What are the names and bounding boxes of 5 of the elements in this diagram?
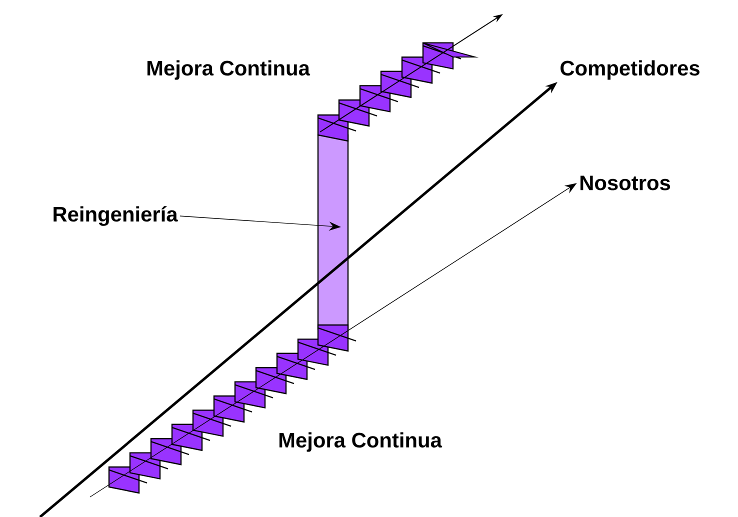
label: Competidores bbox=[560, 60, 700, 80]
label: Reingeniería bbox=[54, 206, 178, 226]
label: Nosotros bbox=[580, 176, 670, 190]
label: Mejora Continua bbox=[147, 60, 310, 80]
label: Mejora Continua bbox=[279, 432, 442, 452]
